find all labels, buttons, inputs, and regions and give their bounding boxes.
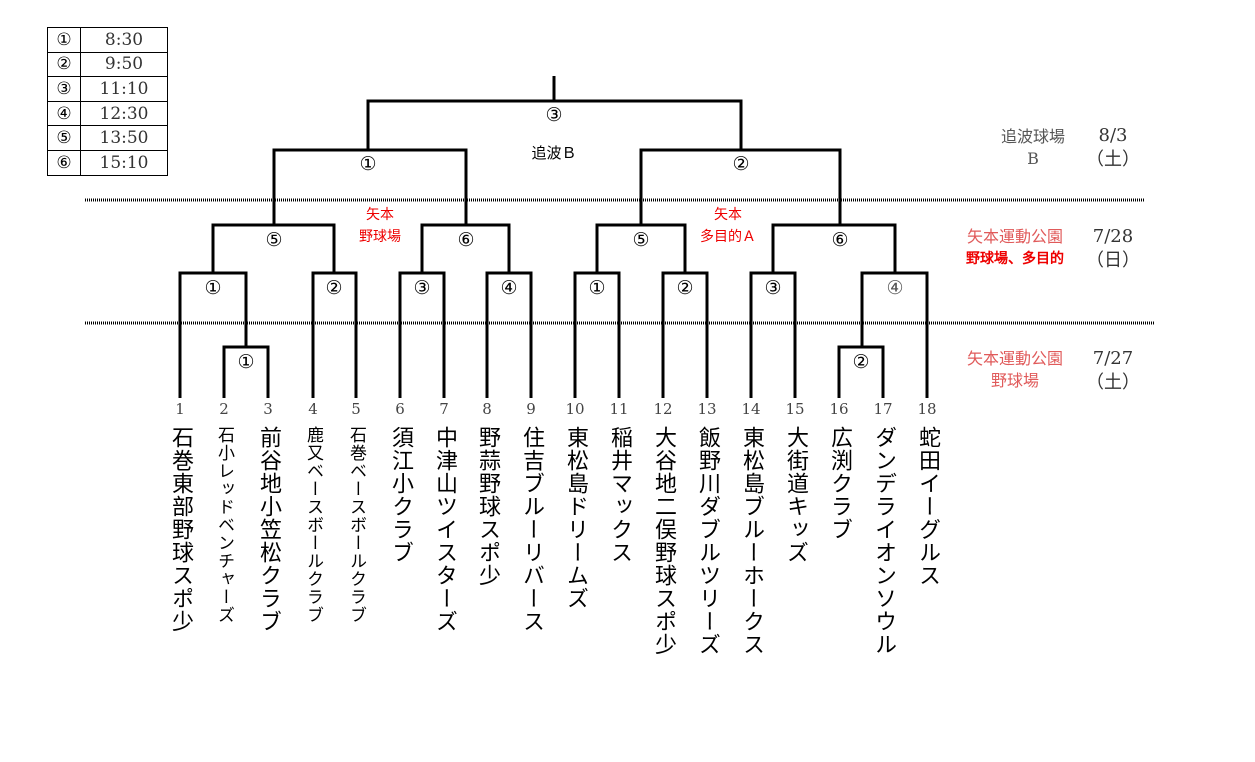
team-number: 3 xyxy=(263,400,273,418)
team-name: 須江小クラブ xyxy=(388,426,413,564)
match-time: 11:10 xyxy=(80,76,168,102)
weekday: （日） xyxy=(1086,250,1140,271)
team-name: 大街道キッズ xyxy=(783,426,808,564)
team-name: ダンデライオンソウル xyxy=(871,426,896,656)
legend-day3-date: 8/3 （土） xyxy=(1083,124,1143,172)
match-label: ④ xyxy=(500,277,517,299)
venue-sub: 野球場、多目的 xyxy=(966,251,1064,267)
team-name: 大谷地二俣野球スポ少 xyxy=(651,426,676,656)
final-venue: 追波Ｂ xyxy=(531,144,576,162)
team-number: 18 xyxy=(917,400,937,418)
match-time: 12:30 xyxy=(80,100,168,127)
match-label: ④ xyxy=(886,277,903,299)
round2-venue-right: 多目的Ａ xyxy=(700,228,756,245)
match-label: ③ xyxy=(545,104,562,126)
match-time: 9:50 xyxy=(80,51,168,78)
match-label: ② xyxy=(676,277,693,299)
match-label: ① xyxy=(204,277,221,299)
match-label: ⑥ xyxy=(831,229,848,251)
team-number: 2 xyxy=(219,400,229,418)
legend-day1-date: 7/27 （土） xyxy=(1083,347,1143,395)
team-number: 8 xyxy=(482,400,492,418)
weekday: （土） xyxy=(1086,149,1140,170)
match-number: ⑤ xyxy=(47,125,81,151)
team-number: 5 xyxy=(351,400,361,418)
legend-day2-venue: 矢本運動公園 野球場、多目的 xyxy=(950,226,1080,270)
team-name: 東松島ブルーホークス xyxy=(739,426,764,656)
team-number: 1 xyxy=(175,400,185,418)
team-name: 飯野川ダブルツリーズ xyxy=(695,426,720,656)
match-number: ④ xyxy=(47,100,81,127)
match-label: ① xyxy=(237,351,254,373)
date: 7/27 xyxy=(1092,348,1134,369)
team-number: 14 xyxy=(741,400,761,418)
venue-name: 矢本運動公園 xyxy=(966,227,1063,246)
venue-sub: B xyxy=(1027,149,1039,168)
legend-day2-date: 7/28 （日） xyxy=(1083,225,1143,273)
team-number: 6 xyxy=(395,400,405,418)
match-label: ② xyxy=(325,277,342,299)
team-name: 石巻ベースボールクラブ xyxy=(346,426,366,624)
team-name: 蛇田イーグルス xyxy=(915,426,940,587)
match-label: ⑥ xyxy=(457,229,474,251)
team-name: 東松島ドリームズ xyxy=(563,426,588,610)
match-label: ① xyxy=(359,153,376,175)
team-name: 中津山ツイスターズ xyxy=(432,426,457,633)
round2-venue-left: 矢本 xyxy=(366,207,394,223)
match-number: ① xyxy=(47,27,81,53)
team-number: 4 xyxy=(308,400,318,418)
team-name: 石小レッドベンチャーズ xyxy=(214,426,234,624)
legend-day1-venue: 矢本運動公園 野球場 xyxy=(950,348,1080,392)
team-number: 12 xyxy=(653,400,673,418)
team-number: 7 xyxy=(439,400,449,418)
round2-venue-right: 矢本 xyxy=(714,207,742,223)
match-label: ③ xyxy=(764,277,781,299)
date: 8/3 xyxy=(1098,125,1128,146)
team-name: 前谷地小笠松クラブ xyxy=(256,426,281,633)
round2-bracket xyxy=(771,223,897,273)
match-time: 15:10 xyxy=(80,149,168,176)
legend-day3-venue: 追波球場 B xyxy=(978,126,1088,170)
weekday: （土） xyxy=(1086,372,1140,393)
team-number: 10 xyxy=(565,400,585,418)
venue-name: 追波球場 xyxy=(1000,127,1065,146)
match-label: ⑤ xyxy=(632,229,649,251)
round2-venue-left: 野球場 xyxy=(359,229,401,245)
team-number: 15 xyxy=(785,400,805,418)
venue-sub: 野球場 xyxy=(990,371,1039,390)
team-name: 稲井マックス xyxy=(607,426,632,564)
team-name: 住吉ブルーリバース xyxy=(519,426,544,633)
date: 7/28 xyxy=(1092,226,1134,247)
match-label: ② xyxy=(852,351,869,373)
team-number: 11 xyxy=(609,400,629,418)
team-name: 石巻東部野球スポ少 xyxy=(168,426,193,633)
match-time: 8:30 xyxy=(80,27,168,53)
match-time: 13:50 xyxy=(80,125,168,151)
team-name: 広渕クラブ xyxy=(827,426,852,541)
semifinal-bracket xyxy=(272,148,468,225)
match-label: ③ xyxy=(413,277,430,299)
match-label: ⑤ xyxy=(265,229,282,251)
match-label: ② xyxy=(732,153,749,175)
venue-name: 矢本運動公園 xyxy=(966,349,1063,368)
team-number: 13 xyxy=(697,400,717,418)
team-number: 17 xyxy=(873,400,893,418)
team-name: 鹿又ベースボールクラブ xyxy=(303,426,323,624)
team-name: 野蒜野球スポ少 xyxy=(475,426,500,587)
team-number: 16 xyxy=(829,400,849,418)
team-number: 9 xyxy=(526,400,536,418)
match-label: ① xyxy=(588,277,605,299)
